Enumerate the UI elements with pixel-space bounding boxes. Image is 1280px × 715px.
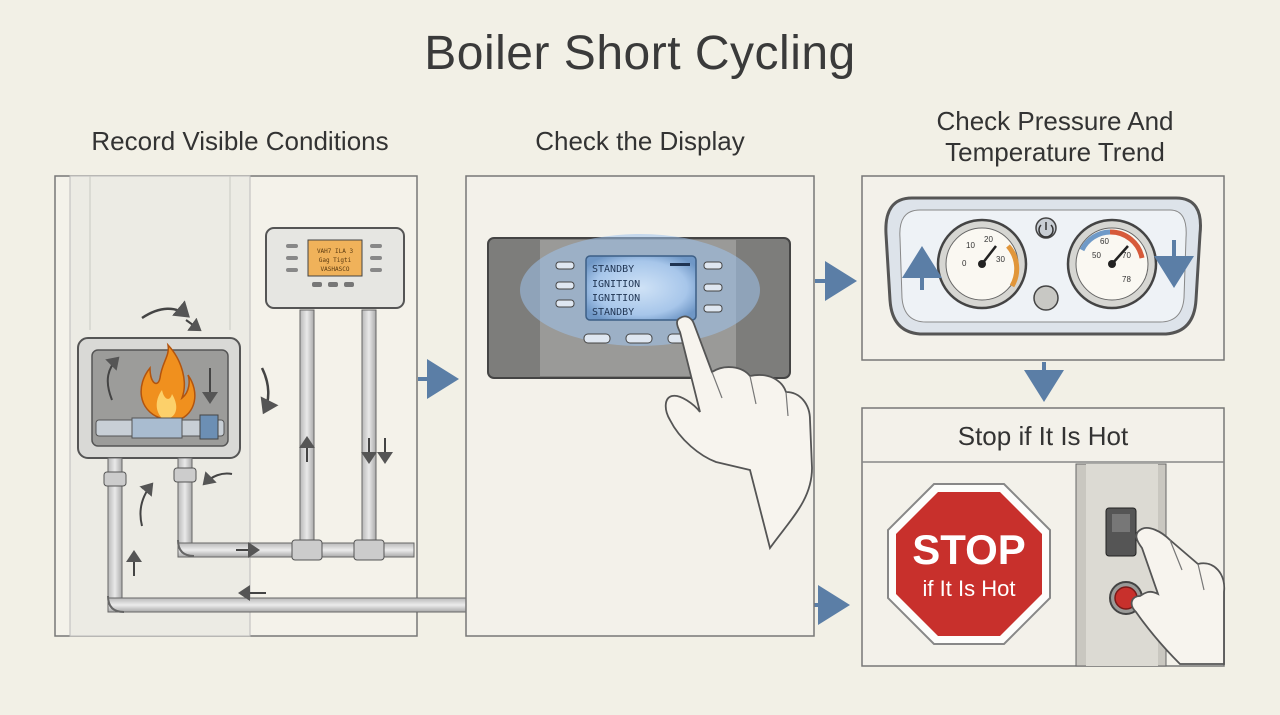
small-display-line-2: Gag Tigti (319, 257, 352, 264)
pressure-tick-10: 10 (966, 241, 975, 250)
step-3-title: Check Pressure And Temperature Trend (936, 106, 1174, 167)
temp-tick-70: 70 (1122, 251, 1131, 260)
panel-pressure-temperature: 0 10 20 30 50 60 70 78 (861, 175, 1225, 361)
step-1-title: Record Visible Conditions (91, 126, 389, 156)
pressure-gauge: 0 10 20 30 (936, 218, 1028, 310)
stop-sign: STOP if It Is Hot (887, 483, 1051, 645)
temperature-gauge: 50 60 70 78 (1066, 218, 1158, 310)
panel-check-display: STANDBY IGNITION IGNITION STANDBY (465, 175, 815, 637)
temp-tick-50: 50 (1092, 251, 1101, 260)
pressure-tick-0: 0 (962, 259, 967, 268)
step-2-title: Check the Display (535, 126, 745, 156)
small-display-line-1: VAH7 ILA 3 (317, 248, 354, 255)
panel-stop-if-hot: Stop if It Is Hot STOP if It Is Hot (861, 407, 1226, 667)
temp-tick-60: 60 (1100, 237, 1109, 246)
display-line-2: IGNITION (592, 279, 640, 290)
pressure-tick-30: 30 (996, 255, 1005, 264)
temp-tick-78: 78 (1122, 275, 1131, 284)
flame-icon (140, 342, 196, 421)
small-display-line-3: VASHASCO (321, 266, 350, 273)
display-line-4: STANDBY (592, 307, 634, 318)
wall-controller: VAH7 ILA 3 Gag Tigti VASHASCO (265, 227, 405, 309)
diagram-title: Boiler Short Cycling (424, 27, 856, 80)
step-4-title: Stop if It Is Hot (958, 421, 1129, 451)
panel-record-conditions: VAH7 ILA 3 Gag Tigti VASHASCO (54, 175, 799, 637)
hand-pressing-button (1130, 527, 1226, 665)
display-line-1: STANDBY (592, 264, 634, 275)
pressure-tick-20: 20 (984, 235, 993, 244)
pointing-hand (664, 315, 813, 551)
boiler-unit (77, 337, 241, 459)
reset-knob (1033, 285, 1059, 311)
stop-sign-main: STOP (912, 526, 1026, 573)
display-line-3: IGNITION (592, 293, 640, 304)
stop-sign-sub: if It Is Hot (923, 576, 1016, 601)
